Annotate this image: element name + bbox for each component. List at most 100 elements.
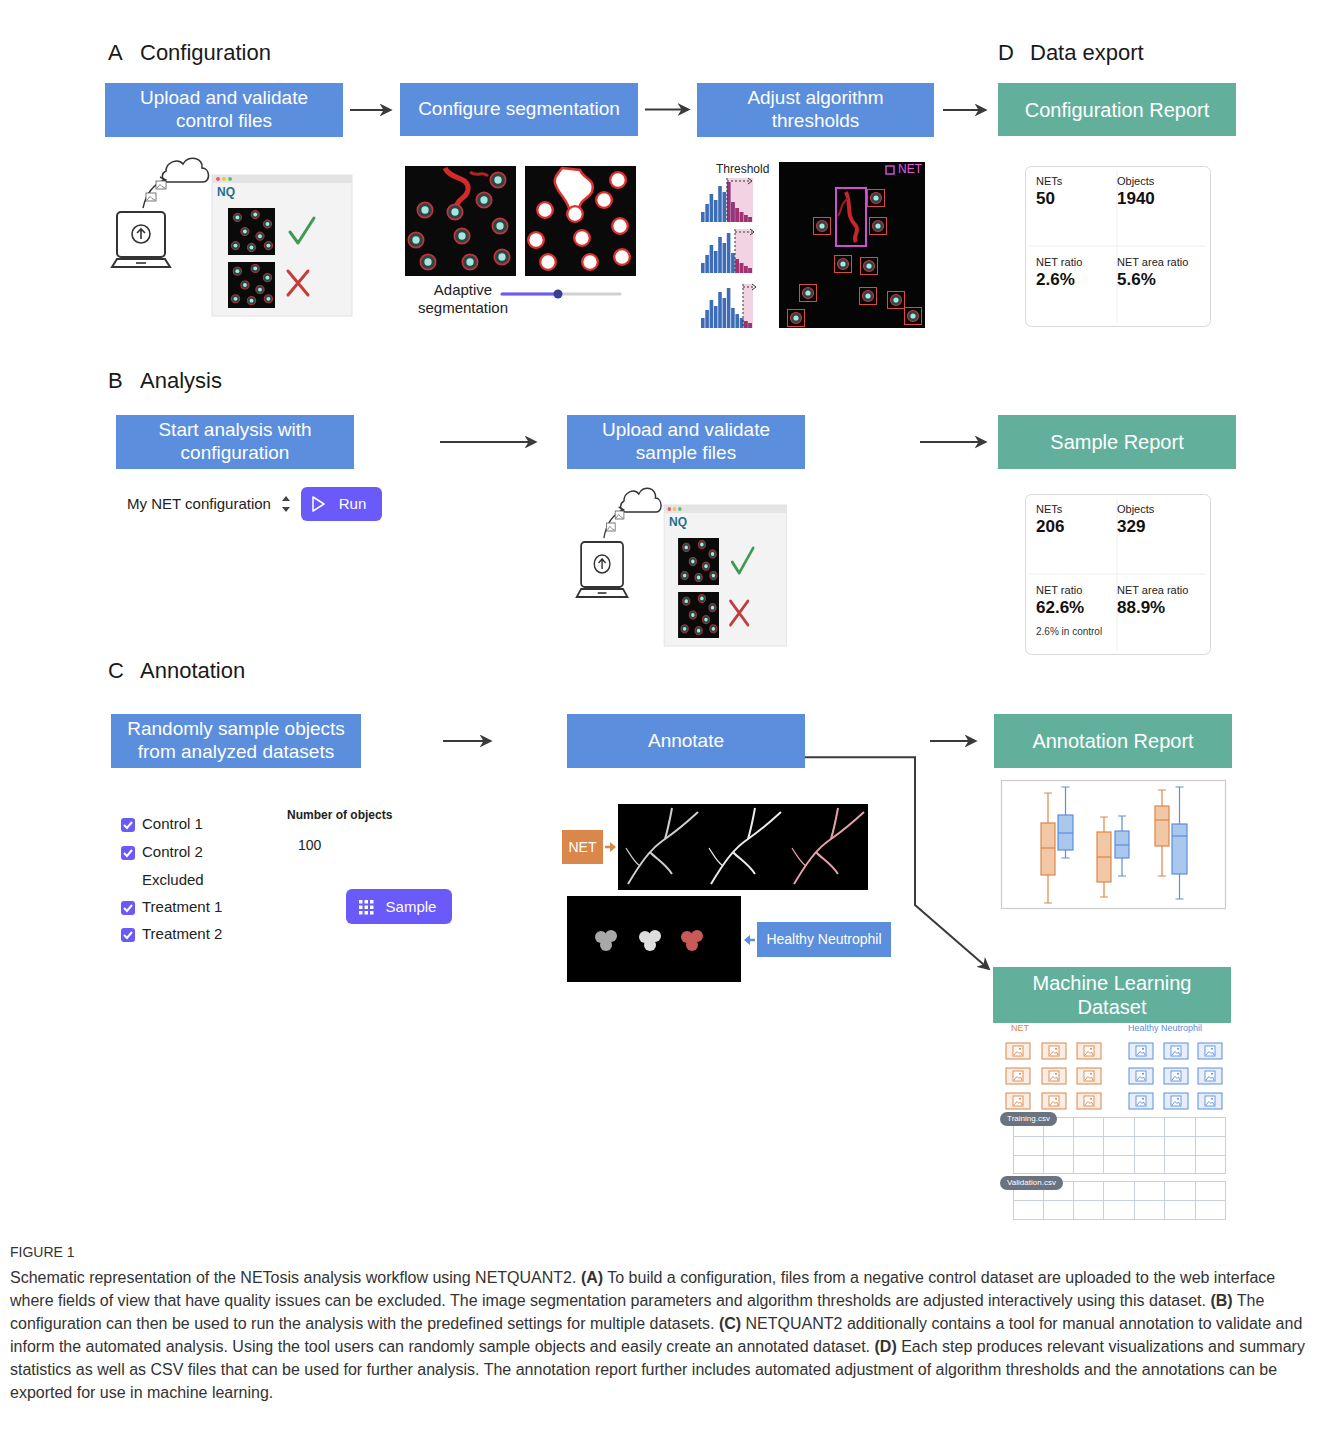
grid-icon bbox=[370, 900, 374, 904]
figure-number: FIGURE 1 bbox=[10, 1244, 75, 1261]
upload-illustration bbox=[112, 158, 352, 316]
segmentation-mask bbox=[567, 206, 583, 222]
segmentation-raw bbox=[476, 192, 491, 207]
report-box: Annotation Report bbox=[994, 714, 1232, 768]
run-button: Run bbox=[301, 487, 382, 521]
slider-label: Adaptive segmentation bbox=[403, 281, 523, 317]
segmentation-raw bbox=[408, 232, 423, 247]
checkboxes bbox=[121, 901, 135, 915]
histogram bbox=[701, 229, 754, 273]
stat-card bbox=[1026, 167, 1211, 327]
stat-value: 88.9% bbox=[1117, 598, 1165, 618]
histogram bbox=[701, 284, 756, 328]
stat-card bbox=[1029, 170, 1206, 322]
dropdown-icon bbox=[282, 496, 290, 512]
net-image-strip bbox=[618, 804, 868, 890]
net-image-strip bbox=[605, 804, 868, 890]
slider bbox=[502, 293, 558, 296]
node-text: Training.csv bbox=[1007, 1114, 1050, 1124]
checkbox-label: Treatment 1 bbox=[142, 898, 222, 916]
detection-image bbox=[860, 288, 877, 305]
segmentation-mask bbox=[582, 254, 598, 270]
flow-arrow bbox=[645, 109, 688, 111]
image-icons bbox=[1129, 1043, 1153, 1059]
panel-title: Annotation bbox=[140, 658, 245, 684]
field-value: 100 bbox=[298, 837, 321, 854]
stat-name: NET ratio bbox=[1036, 584, 1082, 597]
segmentation-raw bbox=[470, 172, 488, 176]
box-plot bbox=[1155, 806, 1169, 846]
box-plot bbox=[1058, 787, 1187, 899]
dropdown-text: My NET configuration bbox=[127, 495, 271, 513]
detection-image bbox=[779, 162, 925, 328]
grid-icon bbox=[365, 911, 369, 915]
segmentation-raw bbox=[494, 249, 509, 264]
play-icon bbox=[313, 497, 324, 511]
file-pill: Validation.csv bbox=[1000, 1176, 1063, 1190]
node-text: Annotation Report bbox=[1032, 729, 1193, 753]
box-plot bbox=[1002, 781, 1226, 909]
histogram bbox=[701, 233, 752, 273]
image-icons bbox=[1006, 1043, 1030, 1059]
segmentation-raw bbox=[447, 204, 462, 219]
stat-value: 5.6% bbox=[1117, 270, 1156, 290]
checkboxes bbox=[124, 905, 132, 911]
flow-arrow bbox=[440, 441, 535, 443]
histogram bbox=[735, 229, 752, 273]
histogram bbox=[750, 229, 754, 235]
grid-icon bbox=[365, 906, 369, 910]
neutrophil-image-strip bbox=[744, 935, 750, 945]
panel-title: Data export bbox=[1030, 40, 1144, 66]
histogram bbox=[701, 178, 753, 222]
detection-image bbox=[870, 218, 887, 235]
image-icons bbox=[1042, 1043, 1066, 1059]
flow-arrow bbox=[930, 740, 975, 742]
detection-image bbox=[800, 285, 817, 302]
image-icons bbox=[1006, 1093, 1030, 1109]
report-box: Sample Report bbox=[998, 415, 1236, 469]
process-box: Start analysis with configuration bbox=[116, 415, 354, 469]
segmentation-raw bbox=[454, 228, 469, 243]
segmentation-mask bbox=[574, 230, 590, 246]
histogram bbox=[748, 178, 752, 184]
grid-icon bbox=[359, 900, 374, 915]
image-icons bbox=[1164, 1043, 1188, 1059]
node-text: Run bbox=[339, 495, 367, 513]
segmentation-raw bbox=[492, 218, 507, 233]
node-text: Upload and validate control files bbox=[113, 87, 335, 133]
image-icons bbox=[1042, 1068, 1066, 1084]
flow-arrow bbox=[443, 740, 490, 742]
caption-part: (B) bbox=[1210, 1292, 1232, 1309]
neutrophil-image-strip bbox=[595, 930, 617, 951]
checkboxes bbox=[124, 932, 132, 938]
segmentation-mask bbox=[612, 218, 628, 234]
caption-part: (A) bbox=[581, 1269, 603, 1286]
detection-image bbox=[835, 256, 852, 273]
detection-image bbox=[788, 310, 805, 327]
node-text: Randomly sample objects from analyzed da… bbox=[117, 718, 355, 764]
node-text: Upload and validate sample files bbox=[575, 419, 797, 465]
stat-card bbox=[1026, 495, 1211, 655]
neutrophil-image-strip bbox=[567, 896, 755, 982]
flow-arrow bbox=[350, 109, 390, 111]
checkboxes bbox=[121, 818, 135, 832]
stat-card bbox=[1026, 167, 1211, 327]
image-icons bbox=[1077, 1043, 1101, 1059]
class-header: NET bbox=[1011, 1023, 1029, 1034]
histogram bbox=[727, 182, 752, 222]
image-icons bbox=[1198, 1068, 1222, 1084]
histogram bbox=[701, 288, 752, 328]
box-plot bbox=[1041, 847, 1055, 848]
class-header: Healthy Neutrophil bbox=[1128, 1023, 1202, 1034]
node-text: Healthy Neutrophil bbox=[766, 931, 881, 948]
box-plot bbox=[1002, 781, 1226, 909]
logo-text: NQ bbox=[669, 515, 687, 529]
box-plot bbox=[1172, 835, 1187, 836]
process-box: Adjust algorithm thresholds bbox=[697, 83, 934, 137]
process-box: Upload and validate control files bbox=[105, 83, 343, 137]
field-label: Number of objects bbox=[287, 808, 392, 822]
panel-letter: D bbox=[998, 40, 1014, 66]
caption-part: (D) bbox=[875, 1338, 897, 1355]
stat-name: Objects bbox=[1117, 175, 1154, 188]
